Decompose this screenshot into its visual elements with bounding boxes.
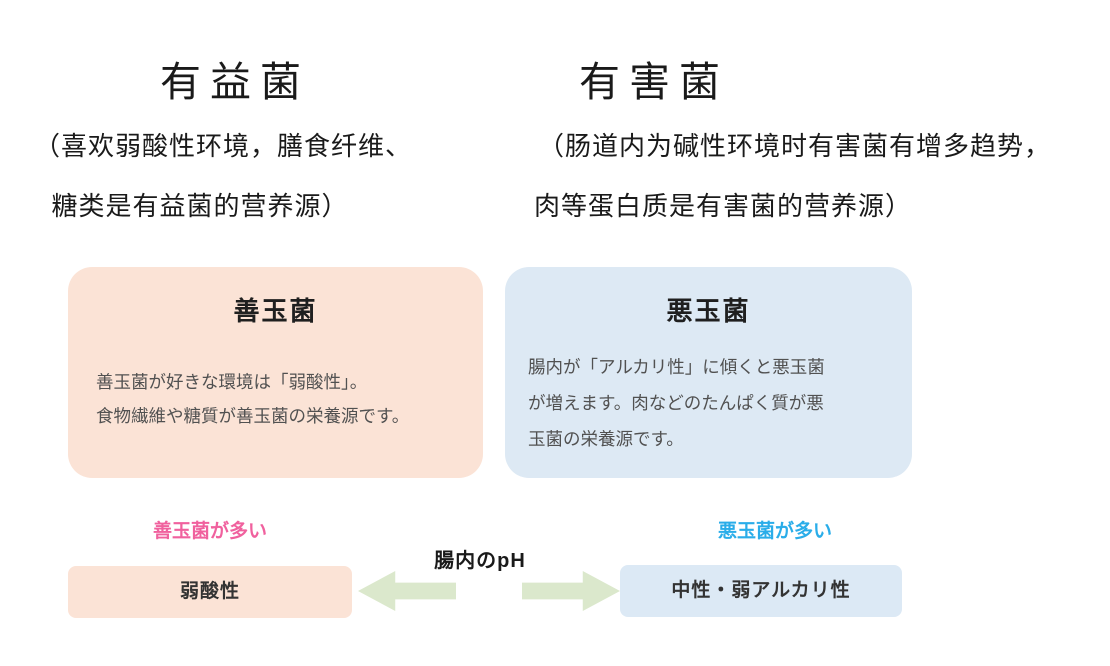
harmful-bacteria-heading: 有害菌 [579,59,729,105]
harmful-desc-line1: （肠道内为碱性环境时有害菌有增多趋势， [538,132,1052,161]
neutral-weak-alkaline-box: 中性・弱アルカリ性 [620,565,902,617]
good-bacteria-body-line: 善玉菌が好きな環境は「弱酸性」。 [96,372,368,392]
good-bacteria-body-line: 食物繊維や糖質が善玉菌の栄養源です。 [96,406,410,426]
bad-bacteria-many-label: 悪玉菌が多い [717,521,832,542]
beneficial-desc-line1: （喜欢弱酸性环境，膳食纤维、 [33,132,412,161]
weak-acid-box: 弱酸性 [68,566,352,618]
bad-bacteria-body-line: が増えます。肉などのたんぱく質が悪 [528,393,824,413]
right-arrow-icon [522,571,620,611]
bad-bacteria-card-title: 悪玉菌 [666,296,751,326]
beneficial-bacteria-heading: 有益菌 [160,59,310,105]
intestinal-ph-label: 腸内のpH [434,550,526,572]
good-bacteria-many-label: 善玉菌が多い [152,521,267,542]
bad-bacteria-card: 悪玉菌 腸内が「アルカリ性」に傾くと悪玉菌 が増えます。肉などのたんぱく質が悪 … [505,267,912,478]
beneficial-desc-line2: 糖类是有益菌的营养源） [51,192,349,221]
bad-bacteria-body-line: 腸内が「アルカリ性」に傾くと悪玉菌 [528,357,825,377]
left-arrow-icon [358,571,456,611]
harmful-desc-line2: 肉等蛋白质是有害菌的营养源） [533,192,912,221]
good-bacteria-card: 善玉菌 善玉菌が好きな環境は「弱酸性」。 食物繊維や糖質が善玉菌の栄養源です。 [68,267,483,478]
bad-bacteria-card-body: 腸内が「アルカリ性」に傾くと悪玉菌 が増えます。肉などのたんぱく質が悪 玉菌の栄… [528,349,896,457]
good-bacteria-card-title: 善玉菌 [233,296,318,326]
bad-bacteria-body-line: 玉菌の栄養源です。 [528,429,684,449]
good-bacteria-card-body: 善玉菌が好きな環境は「弱酸性」。 食物繊維や糖質が善玉菌の栄養源です。 [96,365,465,433]
